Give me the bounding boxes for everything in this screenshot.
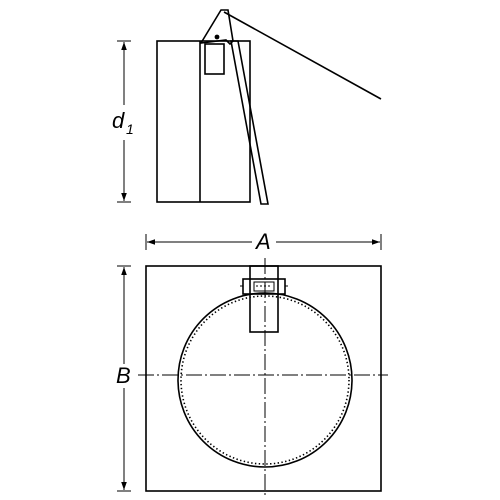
label-d1-subscript: 1 (126, 121, 134, 137)
label-b: B (116, 363, 131, 388)
dimension-b: B (116, 265, 131, 492)
side-view: d 1 (112, 9, 382, 205)
top-view: A B (116, 229, 388, 496)
dimension-d1: d 1 (112, 40, 134, 203)
pipe-circle (177, 292, 353, 468)
dimension-a: A (145, 229, 382, 254)
side-pivot (214, 34, 220, 40)
top-plate (145, 265, 382, 492)
label-d1: d (112, 108, 125, 133)
side-clamp-plate (204, 43, 225, 75)
pipe-band-dots (180, 295, 350, 465)
side-body (156, 40, 251, 203)
clamp-strap (240, 265, 288, 333)
label-a: A (254, 229, 271, 254)
side-flap (230, 40, 269, 205)
side-lever (223, 11, 382, 100)
side-bracket (199, 9, 234, 46)
